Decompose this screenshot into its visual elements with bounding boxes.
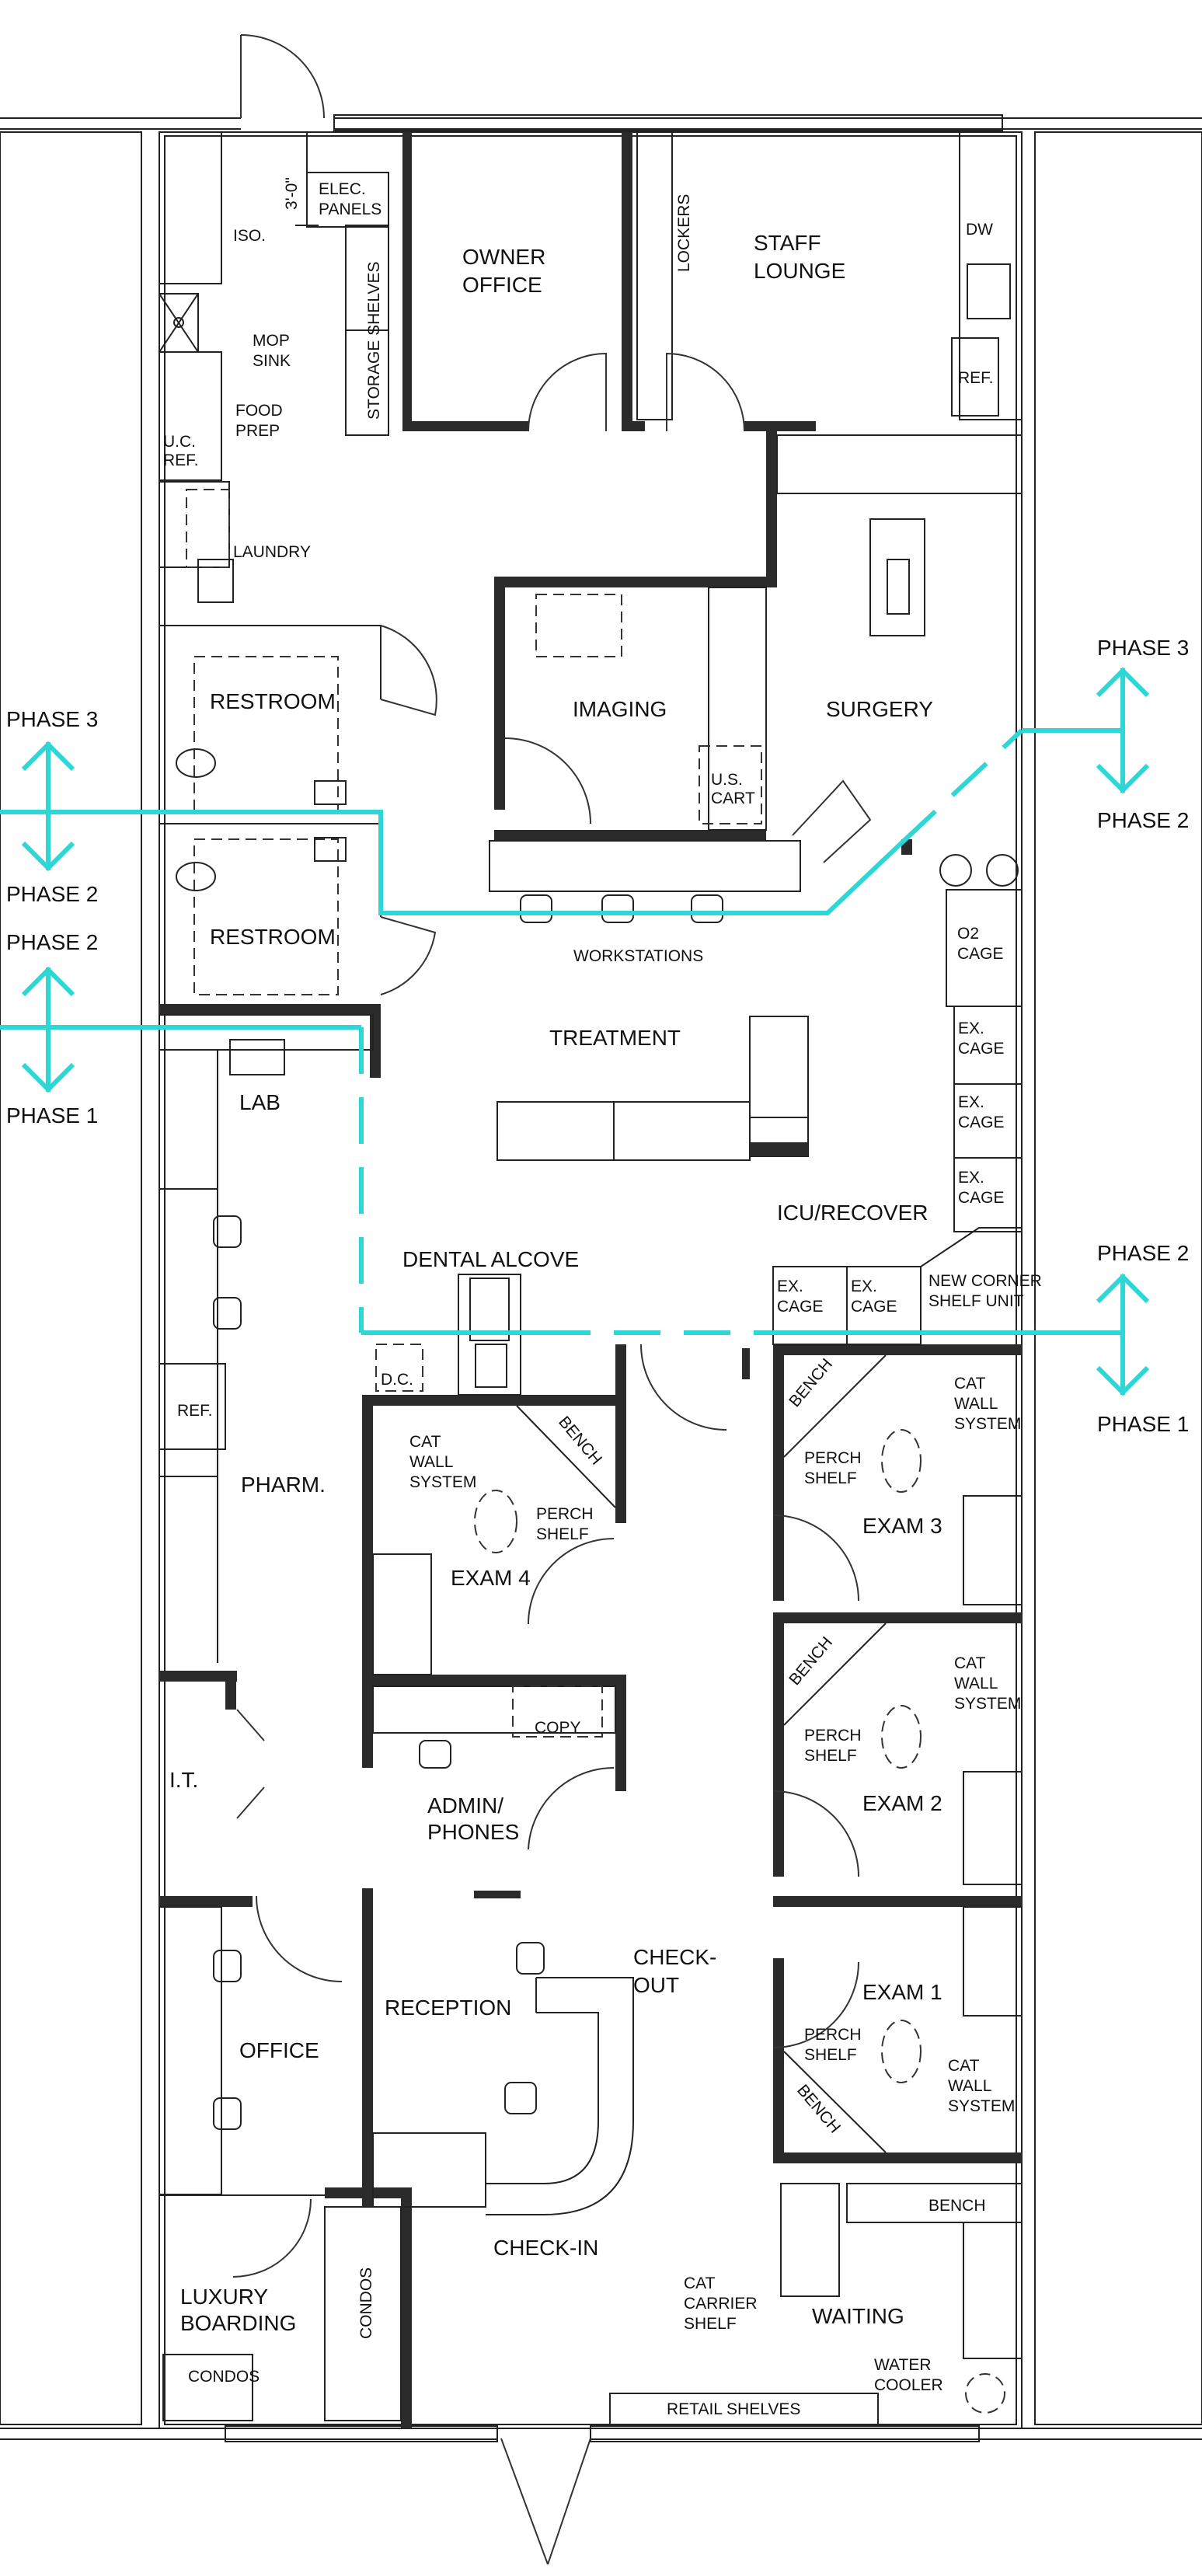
- label-ex-cage-2: EX.CAGE: [958, 1093, 1005, 1131]
- phase-label-right-upper-top: PHASE 3: [1097, 636, 1189, 660]
- label-restroom-top: RESTROOM: [210, 689, 336, 713]
- phase-label-right-lower-top: PHASE 2: [1097, 1241, 1189, 1265]
- label-check-out: CHECK-OUT: [633, 1945, 716, 1997]
- workstation-chairs: [213, 894, 723, 2130]
- label-ex-cage-5: EX.CAGE: [851, 1278, 897, 1316]
- label-laundry: LAUNDRY: [233, 543, 311, 561]
- label-lab: LAB: [239, 1090, 280, 1114]
- label-exam4: EXAM 4: [451, 1566, 531, 1590]
- door-swings: [232, 352, 872, 2278]
- interior-walls: [159, 132, 1022, 2428]
- label-ex-cage-4: EX.CAGE: [777, 1278, 824, 1316]
- label-reception: RECEPTION: [385, 1996, 511, 2020]
- label-lockers: LOCKERS: [675, 194, 693, 272]
- phase-label-left-lower-top: PHASE 2: [6, 930, 98, 954]
- phase-label-left-upper-top: PHASE 3: [6, 707, 98, 731]
- phase-label-right-upper-bottom: PHASE 2: [1097, 808, 1189, 832]
- label-check-in: CHECK-IN: [493, 2236, 598, 2260]
- phase-arrow-right-upper: [1096, 667, 1150, 794]
- phase-arrow-left-upper: [21, 741, 75, 872]
- label-exam3: EXAM 3: [862, 1514, 942, 1538]
- label-it: I.T.: [169, 1768, 198, 1792]
- phase-label-left-upper-bottom: PHASE 2: [6, 882, 98, 906]
- label-condos-vertical: CONDOS: [357, 2268, 375, 2339]
- label-dw: DW: [966, 221, 993, 239]
- label-dimension: 3'-0": [283, 177, 301, 210]
- label-restroom-bottom: RESTROOM: [210, 925, 336, 949]
- label-ref-pharm: REF.: [177, 1402, 213, 1420]
- label-elec-panels: ELEC.PANELS: [319, 180, 382, 218]
- label-surgery: SURGERY: [826, 697, 933, 721]
- label-imaging: IMAGING: [573, 697, 667, 721]
- label-exam1: EXAM 1: [862, 1980, 942, 2004]
- label-workstations: WORKSTATIONS: [573, 947, 703, 965]
- label-office: OFFICE: [239, 2038, 319, 2062]
- label-dental-alcove: DENTAL ALCOVE: [402, 1247, 579, 1271]
- label-condos: CONDOS: [188, 2368, 260, 2386]
- label-copy: COPY: [535, 1719, 581, 1737]
- label-dc: D.C.: [381, 1371, 413, 1389]
- entry-doors: [240, 34, 591, 2565]
- partitions: [159, 131, 1023, 2425]
- label-icu-recover: ICU/RECOVER: [777, 1201, 928, 1225]
- label-bench-exam1: BENCH: [793, 2081, 844, 2136]
- label-waiting: WAITING: [812, 2304, 904, 2328]
- phase-labels: PHASE 3 PHASE 2 PHASE 2 PHASE 1 PHASE 3 …: [6, 636, 1189, 1436]
- phase-arrow-right-lower: [1096, 1273, 1150, 1396]
- label-bench-waiting: BENCH: [929, 2197, 986, 2215]
- label-pharm: PHARM.: [241, 1473, 326, 1497]
- phase-lines: [0, 667, 1150, 1396]
- phase-label-left-lower-bottom: PHASE 1: [6, 1103, 98, 1128]
- phase-label-right-lower-bottom: PHASE 1: [1097, 1412, 1189, 1436]
- label-ex-cage-1: EX.CAGE: [958, 1020, 1005, 1058]
- label-storage-shelves: STORAGE SHELVES: [365, 262, 383, 420]
- label-ref-lounge: REF.: [958, 369, 994, 387]
- label-exam2: EXAM 2: [862, 1791, 942, 1815]
- label-iso: ISO.: [233, 227, 266, 245]
- label-ex-cage-3: EX.CAGE: [958, 1169, 1005, 1207]
- label-us-cart: U.S.CART: [711, 771, 755, 807]
- label-admin-phones: ADMIN/PHONES: [427, 1793, 519, 1844]
- label-bench-exam3: BENCH: [786, 1355, 836, 1410]
- label-retail-shelves: RETAIL SHELVES: [667, 2400, 800, 2418]
- label-bench-exam4: BENCH: [555, 1413, 605, 1468]
- label-uc-ref: U.C.REF.: [163, 433, 199, 469]
- label-treatment: TREATMENT: [549, 1026, 681, 1050]
- phase-arrow-left-lower: [21, 966, 75, 1093]
